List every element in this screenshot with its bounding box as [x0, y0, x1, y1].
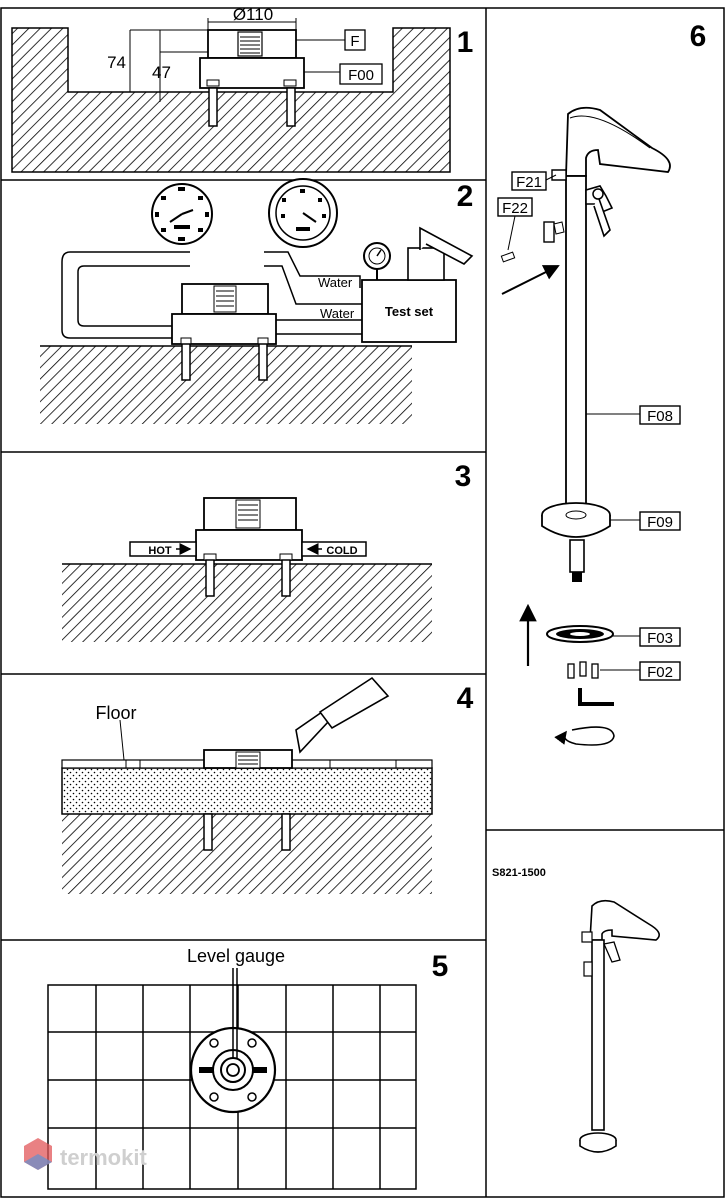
- rotation-arrow: [554, 726, 615, 746]
- callout-f03: F03: [647, 630, 673, 647]
- test-set-label: Test set: [385, 304, 434, 319]
- watermark-text: termokit: [60, 1145, 147, 1170]
- frame: [0, 7, 725, 1198]
- callout-f09: F09: [647, 514, 673, 531]
- faucet-spout: [565, 106, 671, 177]
- step-number-4: 4: [457, 682, 474, 715]
- panel-2: Water Water Test set 2: [40, 178, 474, 424]
- callout-f22: F22: [502, 200, 528, 217]
- anchor-bolt-right: [286, 87, 296, 127]
- panel-6: 6 F21 F22 F08 F09: [497, 20, 707, 746]
- panel-5: Level gauge 5: [47, 946, 449, 1190]
- floor-recess-hatch: [11, 27, 451, 173]
- trowel: [295, 710, 329, 754]
- screed-layer: [61, 767, 433, 815]
- valve-cartridge: [237, 31, 263, 57]
- callout-f: F: [350, 33, 359, 50]
- callout-f08: F08: [647, 408, 673, 425]
- screws: [567, 661, 599, 679]
- floor-hatch: [40, 346, 412, 424]
- callout-f21: F21: [516, 174, 542, 191]
- water-label-1: Water: [318, 275, 353, 290]
- watermark: termokit: [24, 1138, 147, 1170]
- depth-total-label: 74: [107, 53, 126, 72]
- panel-3: HOT COLD 3: [62, 460, 471, 642]
- faucet-column: [565, 175, 587, 505]
- cold-label: COLD: [326, 545, 357, 557]
- diameter-label: Ø110: [233, 5, 273, 24]
- step-number-3: 3: [455, 460, 472, 493]
- floor-label: Floor: [95, 703, 136, 723]
- level-gauge-label: Level gauge: [187, 946, 285, 966]
- panel-4: Floor 4: [61, 676, 474, 894]
- callout-f02: F02: [647, 664, 673, 681]
- step-number-2: 2: [457, 180, 474, 213]
- hot-label: HOT: [148, 545, 172, 557]
- step-number-5: 5: [432, 950, 449, 983]
- pump-handle: [419, 226, 474, 265]
- watermark-logo-icon: [24, 1138, 52, 1170]
- water-label-2: Water: [320, 306, 355, 321]
- step-number-6: 6: [690, 20, 707, 53]
- depth-box-label: 47: [152, 63, 171, 82]
- step-number-1: 1: [457, 26, 474, 59]
- model-panel: S821-1500: [492, 867, 660, 1153]
- allen-key: [578, 688, 614, 706]
- anchor-bolt-left: [208, 87, 218, 127]
- panel-1: Ø110 74 47 F F00 1: [11, 5, 474, 173]
- test-set-box: [361, 279, 457, 343]
- callout-f00: F00: [348, 67, 374, 84]
- model-code: S821-1500: [492, 867, 546, 879]
